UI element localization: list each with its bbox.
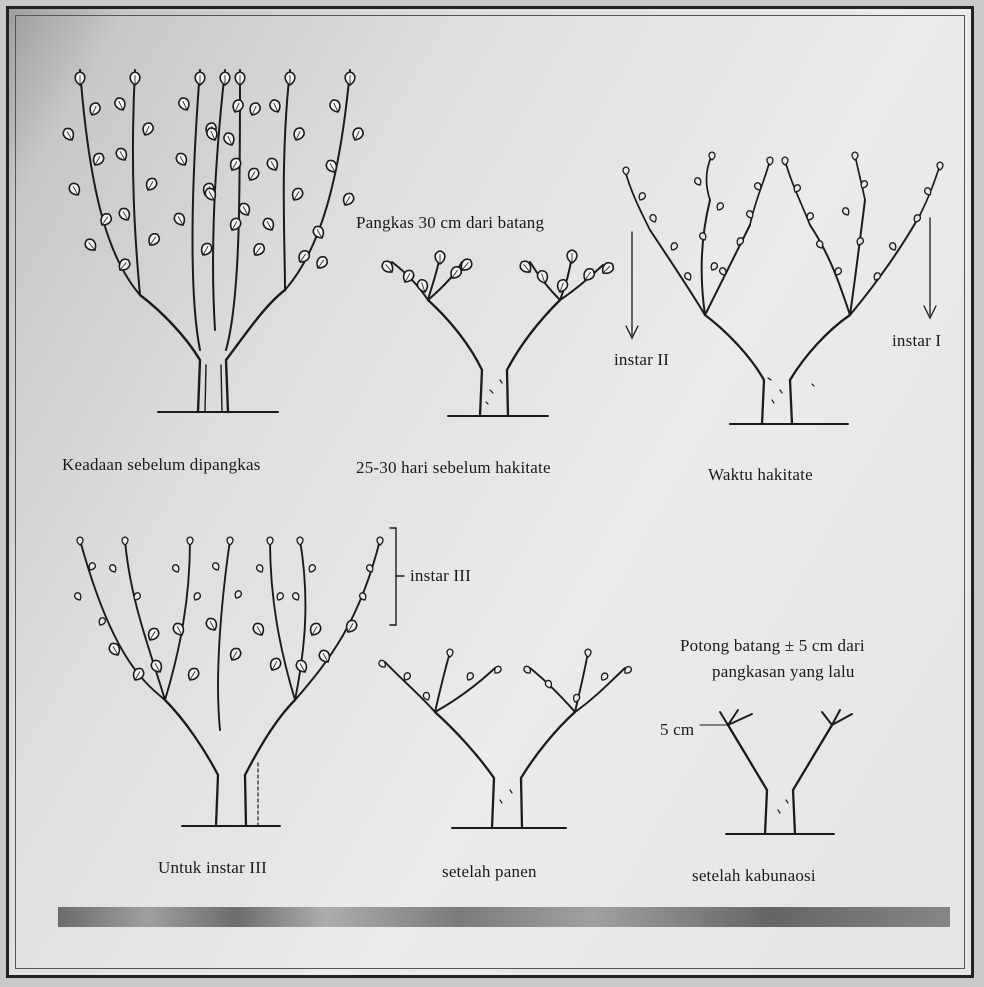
instar-2-label: instar II [614, 350, 669, 370]
caption-hakitate: Waktu hakitate [708, 465, 813, 485]
instar-3-label: instar III [410, 566, 471, 586]
tree-hakitate [623, 152, 943, 424]
leaf-cluster [380, 250, 616, 294]
instar-1-label: instar I [892, 331, 941, 351]
cutting-note: Pangkas 30 cm dari batang [356, 213, 544, 233]
instar-1-arrow [924, 218, 936, 318]
tree-before-pruning [61, 70, 365, 412]
tree-after-harvest [378, 649, 633, 828]
caption-for-instar-3: Untuk instar III [158, 858, 267, 878]
cut-note-line2: pangkasan yang lalu [712, 662, 855, 682]
tree-before-hakitate [380, 250, 616, 416]
tree-after-kabunaosi [700, 710, 852, 834]
caption-after-harvest: setelah panen [442, 862, 537, 882]
cut-note-line1: Potong batang ± 5 cm dari [680, 636, 865, 656]
stub-label: 5 cm [660, 720, 694, 740]
caption-before-pruning: Keadaan sebelum dipangkas [62, 455, 261, 475]
caption-after-kabunaosi: setelah kabunaosi [692, 866, 816, 886]
tree-for-instar-3 [73, 528, 404, 826]
instar-2-arrow [626, 232, 638, 338]
instar-3-bracket [390, 528, 404, 625]
scan-bottom-band [58, 907, 950, 927]
leaf-cluster [378, 649, 633, 703]
caption-days-before: 25-30 hari sebelum hakitate [356, 458, 551, 478]
